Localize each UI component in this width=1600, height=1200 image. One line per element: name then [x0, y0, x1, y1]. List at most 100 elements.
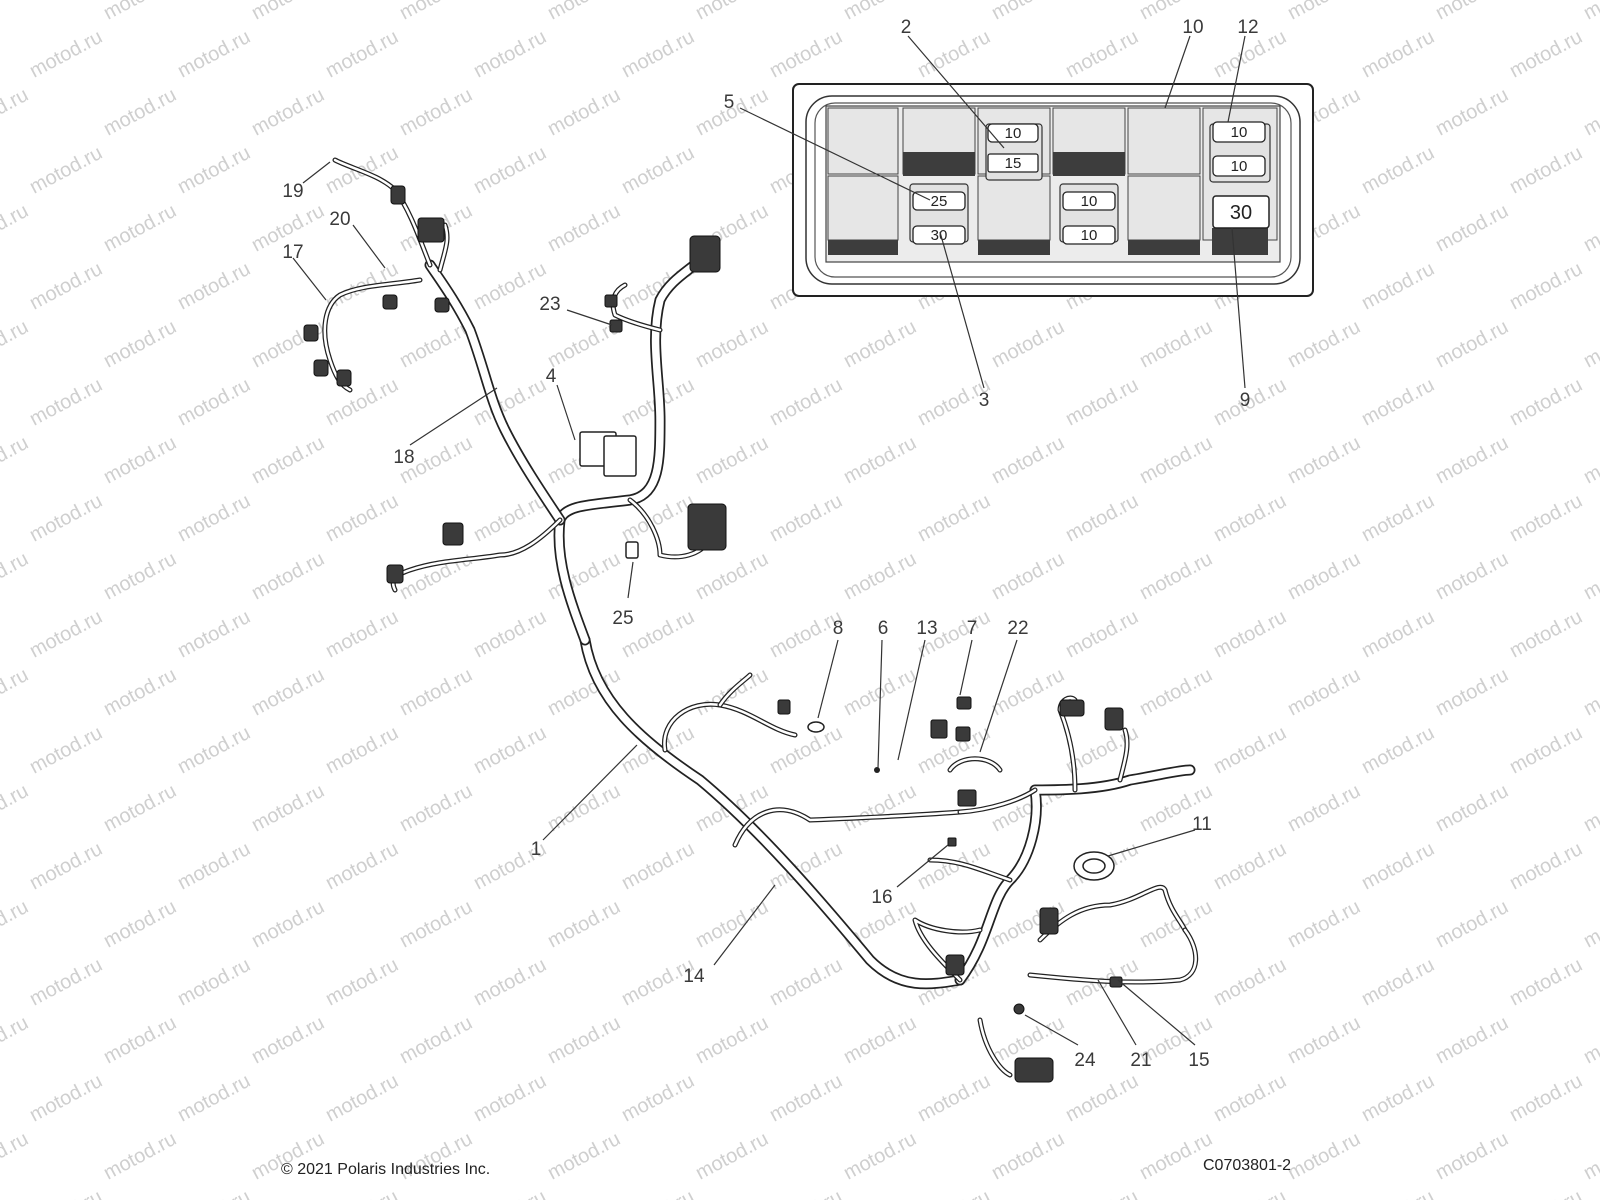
callout-17: 17 [282, 242, 303, 263]
watermark-text: motod.ru [248, 432, 328, 488]
callout-23: 23 [539, 294, 560, 315]
watermark-text: motod.ru [988, 0, 1068, 24]
fuse-10-mid-top: 10 [1062, 191, 1116, 211]
watermark-text: motod.ru [1506, 954, 1586, 1010]
callout-11: 11 [1192, 814, 1212, 835]
watermark-text: motod.ru [1284, 0, 1364, 24]
watermark-text: motod.ru [618, 142, 698, 198]
watermark-text: motod.ru [26, 1186, 106, 1200]
watermark-text: motod.ru [174, 258, 254, 314]
watermark-text: motod.ru [1062, 1186, 1142, 1200]
watermark-text: motod.ru [322, 606, 402, 662]
watermark-text: motod.ru [26, 954, 106, 1010]
watermark-text: motod.ru [1358, 722, 1438, 778]
watermark-text: motod.ru [766, 26, 846, 82]
watermark-text: motod.ru [1062, 606, 1142, 662]
watermark-text: motod.ru [1210, 1186, 1290, 1200]
callout-18: 18 [393, 447, 414, 468]
callout-6: 6 [878, 618, 889, 639]
watermark-text: motod.ru [1284, 1128, 1364, 1184]
watermark-text: motod.ru [26, 374, 106, 430]
watermark-text: motod.ru [840, 548, 920, 604]
watermark-text: motod.ru [0, 432, 32, 488]
fuse-15: 15 [987, 153, 1039, 173]
watermark-text: motod.ru [1432, 1128, 1512, 1184]
callout-labels: 1 2 3 4 5 6 7 8 9 10 11 12 13 14 15 16 1… [282, 17, 1258, 1071]
watermark-text: motod.ru [1284, 896, 1364, 952]
watermark-text: motod.ru [0, 0, 32, 24]
watermark-text: motod.ru [174, 838, 254, 894]
watermark-text: motod.ru [766, 490, 846, 546]
watermark-text: motod.ru [1210, 838, 1290, 894]
callout-5: 5 [724, 92, 735, 113]
watermark-text: motod.ru [1506, 142, 1586, 198]
watermark-text: motod.ru [100, 84, 180, 140]
watermark-text: motod.ru [840, 316, 920, 372]
svg-text:10: 10 [1231, 124, 1248, 141]
watermark-text: motod.ru [470, 1070, 550, 1126]
watermark-text: motod.ru [1580, 84, 1600, 140]
watermark-text: motod.ru [0, 664, 32, 720]
watermark-text: motod.ru [0, 548, 32, 604]
watermark-text: motod.ru [1284, 316, 1364, 372]
watermark-text: motod.ru [100, 432, 180, 488]
svg-text:10: 10 [1081, 227, 1098, 244]
fuse-10-mid-bottom: 10 [1062, 225, 1116, 245]
watermark-text: motod.ru [396, 548, 476, 604]
watermark-text: motod.ru [1210, 490, 1290, 546]
callout-22: 22 [1007, 618, 1028, 639]
svg-text:10: 10 [1081, 193, 1098, 210]
watermark-text: motod.ru [1506, 606, 1586, 662]
watermark-text: motod.ru [322, 1070, 402, 1126]
watermark-text: motod.ru [100, 664, 180, 720]
watermark-text: motod.ru [100, 316, 180, 372]
watermark-text: motod.ru [1358, 490, 1438, 546]
watermark-text: motod.ru [1580, 548, 1600, 604]
watermark-text: motod.ru [544, 200, 624, 256]
watermark-text: motod.ru [322, 722, 402, 778]
watermark-text: motod.ru [1506, 258, 1586, 314]
callout-19: 19 [282, 181, 303, 202]
watermark-text: motod.ru [470, 26, 550, 82]
watermark-text: motod.ru [26, 838, 106, 894]
watermark-text: motod.ru [1136, 316, 1216, 372]
watermark-text: motod.ru [174, 722, 254, 778]
watermark-text: motod.ru [1062, 490, 1142, 546]
watermark-text: motod.ru [100, 896, 180, 952]
watermark-text: motod.ru [692, 316, 772, 372]
watermark-text: motod.ru [470, 258, 550, 314]
watermark-text: motod.ru [914, 26, 994, 82]
callout-10: 10 [1182, 17, 1203, 38]
watermark-text: motod.ru [1506, 838, 1586, 894]
watermark-text: motod.ru [1432, 664, 1512, 720]
watermark-text: motod.ru [1432, 200, 1512, 256]
watermark-text: motod.ru [0, 316, 32, 372]
watermark-text: motod.ru [248, 84, 328, 140]
watermark-text: motod.ru [766, 954, 846, 1010]
fuse-box: 10 15 25 30 10 10 10 10 [792, 83, 1314, 297]
watermark-text: motod.ru [0, 1128, 32, 1184]
svg-text:10: 10 [1005, 125, 1022, 142]
watermark-text: motod.ru [470, 722, 550, 778]
watermark-text: motod.ru [1432, 0, 1512, 24]
watermark-text: motod.ru [396, 1012, 476, 1068]
callout-1: 1 [531, 839, 542, 860]
watermark-text: motod.ru [174, 142, 254, 198]
watermark-text: motod.ru [322, 838, 402, 894]
connectors [303, 185, 1124, 1083]
callout-25: 25 [612, 608, 633, 629]
callout-8: 8 [833, 618, 844, 639]
watermark-text: motod.ru [1210, 1070, 1290, 1126]
callout-4: 4 [546, 366, 557, 387]
leader-lines [292, 35, 1246, 1046]
watermark-text: motod.ru [1432, 780, 1512, 836]
watermark-text: motod.ru [1062, 1070, 1142, 1126]
watermark-text: motod.ru [1210, 954, 1290, 1010]
watermark-text: motod.ru [914, 1186, 994, 1200]
watermark-text: motod.ru [26, 606, 106, 662]
watermark-text: motod.ru [248, 780, 328, 836]
fuse-30-right: 30 [1212, 195, 1270, 229]
watermark-text: motod.ru [1136, 0, 1216, 24]
watermark-text: motod.ru [766, 1186, 846, 1200]
